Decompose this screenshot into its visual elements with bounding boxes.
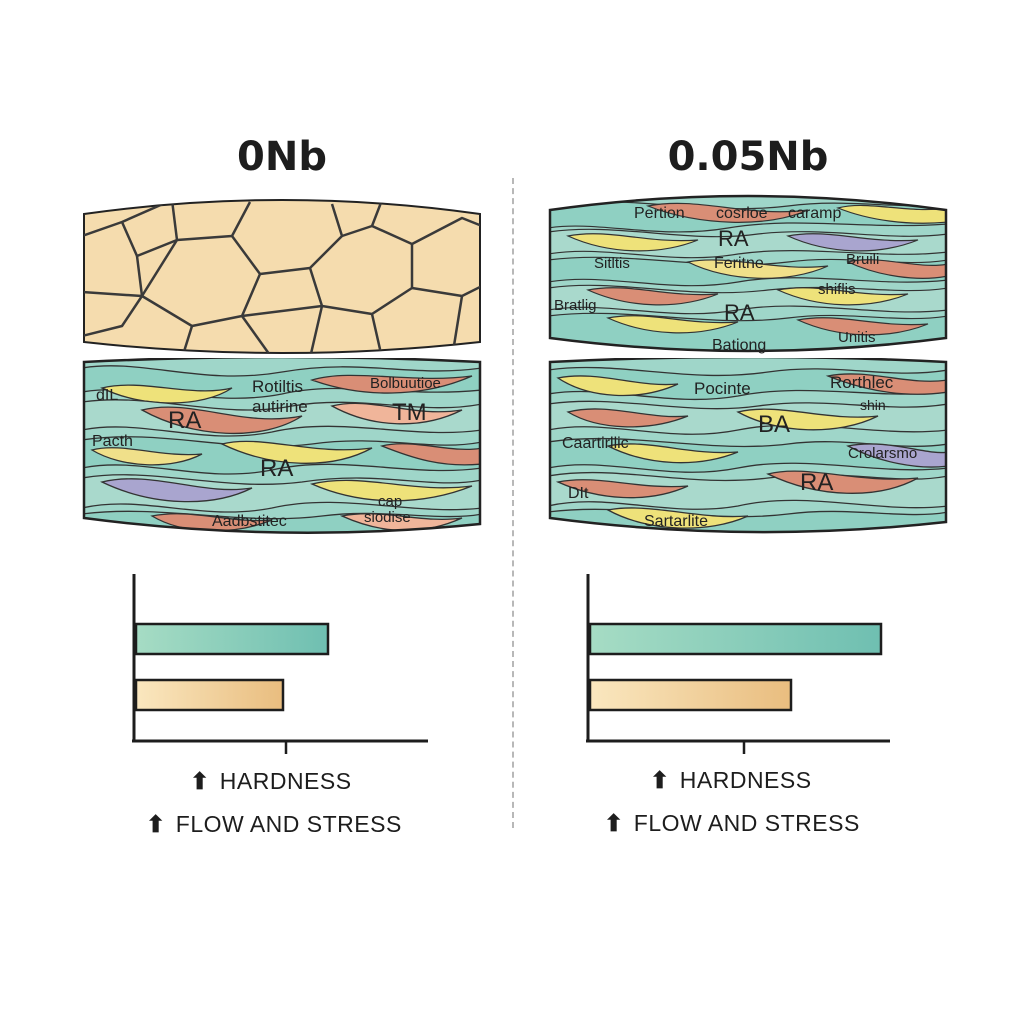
micro-label: cap — [378, 493, 402, 510]
micro-label: RA — [718, 226, 749, 251]
micro-label: Rotiltis — [252, 377, 303, 396]
micro-label: Crolarsmo — [848, 445, 917, 462]
legend-label: HARDNESS — [679, 767, 812, 793]
micro-label: siodise — [364, 509, 411, 526]
micro-label: Feritne — [714, 255, 764, 272]
micro-label: Bratlig — [554, 297, 597, 314]
micro-label: shiflis — [818, 281, 856, 298]
micrograph-lower-0-05nb: Pocinte Rorthlec shin BA Caartirllic Cro… — [548, 358, 948, 538]
micro-label: DIt — [568, 485, 589, 502]
center-divider — [512, 178, 514, 828]
micro-label: shin — [860, 397, 886, 413]
micro-label: Caartirllic — [562, 435, 629, 452]
legend-flow-0-05nb: ⬆︎ FLOW AND STRESS — [604, 810, 860, 837]
panel-title-0nb: 0Nb — [237, 134, 327, 180]
micro-label: Pacth — [92, 433, 133, 450]
micrograph-upper-0-05nb: Pertion cosrloe caramp RA Sitltis Feritn… — [548, 190, 948, 362]
bar-flow-and-stress — [134, 678, 285, 712]
legend-flow-0nb: ⬆︎ FLOW AND STRESS — [146, 811, 402, 838]
legend-label: FLOW AND STRESS — [175, 811, 402, 837]
micrograph-ferrite-0nb — [82, 196, 482, 358]
micro-label: RA — [260, 455, 293, 482]
micro-label: RA — [724, 300, 755, 325]
micro-label: caramp — [788, 205, 841, 222]
legend-label: FLOW AND STRESS — [633, 810, 860, 836]
micro-label: cosrloe — [716, 205, 768, 222]
micro-label: Rorthlec — [830, 373, 894, 392]
arrow-up-icon: ⬆︎ — [190, 768, 210, 794]
micro-label: Sitltis — [594, 255, 630, 272]
micro-label: Aadbstitec — [212, 513, 287, 530]
arrow-up-icon: ⬆︎ — [604, 810, 624, 836]
micrograph-bainite-0nb: ɗIL Rotiltis Bolbuutioe RA autirine TM P… — [82, 358, 482, 538]
panel-title-0-05nb: 0.05Nb — [667, 134, 829, 180]
micro-label: TM — [392, 399, 427, 426]
arrow-up-icon: ⬆︎ — [146, 811, 166, 837]
micro-label: Bruili — [846, 251, 879, 268]
micro-label: RA — [800, 469, 833, 496]
micro-label: Unitis — [838, 329, 876, 346]
micro-label: Pertion — [634, 205, 685, 222]
micro-label: Pocinte — [694, 379, 751, 398]
micro-label: Sartarlite — [644, 513, 708, 530]
bar-chart-0-05nb — [574, 566, 894, 762]
micro-label: autirine — [252, 397, 308, 416]
micro-label: BA — [758, 411, 790, 438]
micro-label: Bolbuutioe — [370, 375, 441, 392]
bar-hardness — [134, 622, 330, 656]
bar-hardness — [588, 622, 883, 656]
micro-label: ɗIL — [96, 387, 118, 404]
micro-label: Bationg — [712, 337, 766, 354]
legend-hardness-0-05nb: ⬆︎ HARDNESS — [650, 767, 812, 794]
legend-label: HARDNESS — [219, 768, 352, 794]
bar-flow-and-stress — [588, 678, 793, 712]
arrow-up-icon: ⬆︎ — [650, 767, 670, 793]
micro-label: RA — [168, 407, 201, 434]
bar-chart-0nb — [120, 566, 440, 762]
legend-hardness-0nb: ⬆︎ HARDNESS — [190, 768, 352, 795]
